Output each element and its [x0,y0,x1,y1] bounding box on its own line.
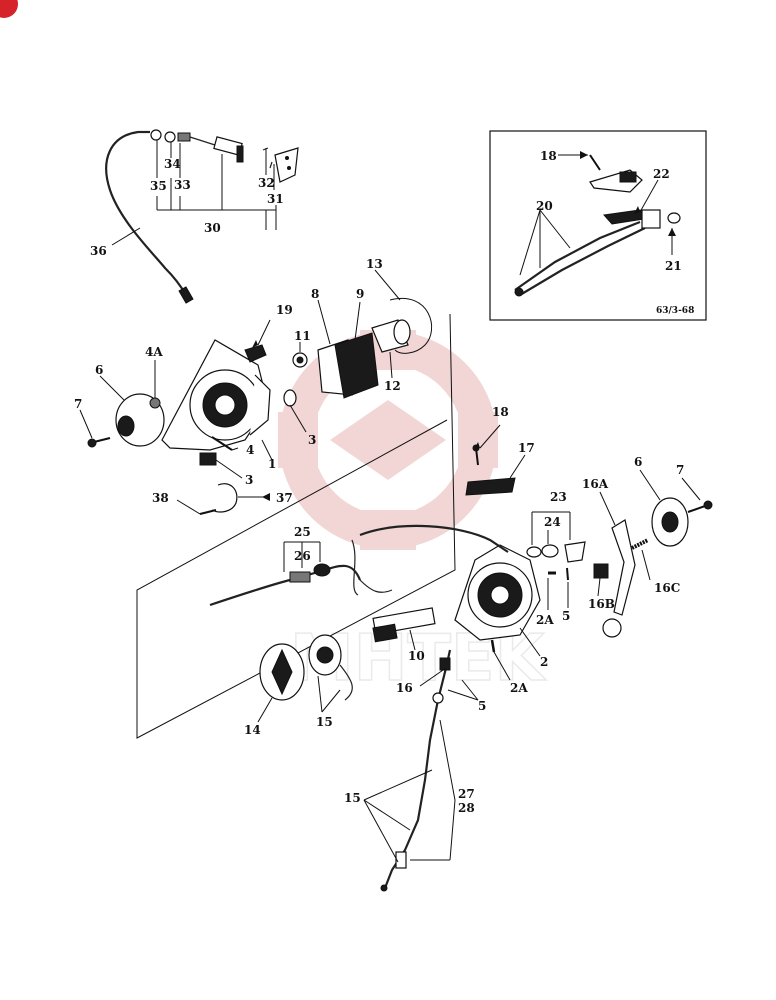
callout-5-lower: 5 [478,699,486,713]
inset-box [489,130,707,321]
callout-38: 38 [152,491,169,505]
speedometer-cable [105,129,299,304]
callout-17: 17 [518,441,535,455]
callout-11: 11 [294,329,311,343]
left-lamp-assembly [87,297,433,515]
callout-26: 26 [294,549,311,563]
callout-13: 13 [366,257,383,271]
assembly-frame [136,313,456,739]
callout-35: 35 [150,179,167,193]
callout-8: 8 [311,287,319,301]
callout-30: 30 [204,221,221,235]
callout-27: 27 [458,787,475,801]
leader-lines-left [79,269,401,515]
right-lamp-assembly [209,444,713,892]
callout-16: 16 [396,681,413,695]
callout-31: 31 [267,192,284,206]
callout-25: 25 [294,525,311,539]
figure-code: 63/3-68 [656,306,694,316]
inset-contents [514,154,681,297]
callout-15-lower: 15 [344,791,361,805]
callout-22: 22 [653,167,670,181]
callout-37: 37 [276,491,293,505]
corner-badge[interactable] [0,0,18,18]
callout-33: 33 [174,178,191,192]
callout-7-left: 7 [74,397,82,411]
callout-4A: 4A [145,345,163,359]
callout-10: 10 [408,649,425,663]
callout-9: 9 [356,287,364,301]
callout-3-lower: 3 [245,473,253,487]
leader-lines-30-group [111,140,277,246]
callout-12: 12 [384,379,401,393]
callout-32: 32 [258,176,275,190]
callout-14: 14 [244,723,261,737]
callout-6-right: 6 [634,455,642,469]
callout-34: 34 [164,157,181,171]
callout-2A-lower: 2A [510,681,528,695]
callout-16A: 16A [582,477,609,491]
callout-16B: 16B [588,597,615,611]
callout-18-main: 18 [492,405,509,419]
callout-2A-upper: 2A [536,613,554,627]
callout-21: 21 [665,259,682,273]
callout-28: 28 [458,801,475,815]
callout-16C: 16C [654,581,680,595]
callout-4: 4 [246,443,254,457]
callout-3-upper: 3 [308,433,316,447]
callout-18-inset: 18 [540,149,557,163]
callout-15-upper: 15 [316,715,333,729]
callout-labels: 1 2 2A 2A 3 3 4 4A 5 5 6 6 7 7 8 9 10 11… [74,149,684,815]
callout-7-right: 7 [676,463,684,477]
callout-19: 19 [276,303,293,317]
callout-2: 2 [540,655,548,669]
callout-36: 36 [90,244,107,258]
callout-6-left: 6 [95,363,103,377]
callout-1: 1 [268,457,276,471]
callout-5-upper: 5 [562,609,570,623]
leader-lines-right [257,424,701,863]
arrowheads [252,151,676,501]
callout-20: 20 [536,199,553,213]
callout-24: 24 [544,515,561,529]
callout-23: 23 [550,490,567,504]
